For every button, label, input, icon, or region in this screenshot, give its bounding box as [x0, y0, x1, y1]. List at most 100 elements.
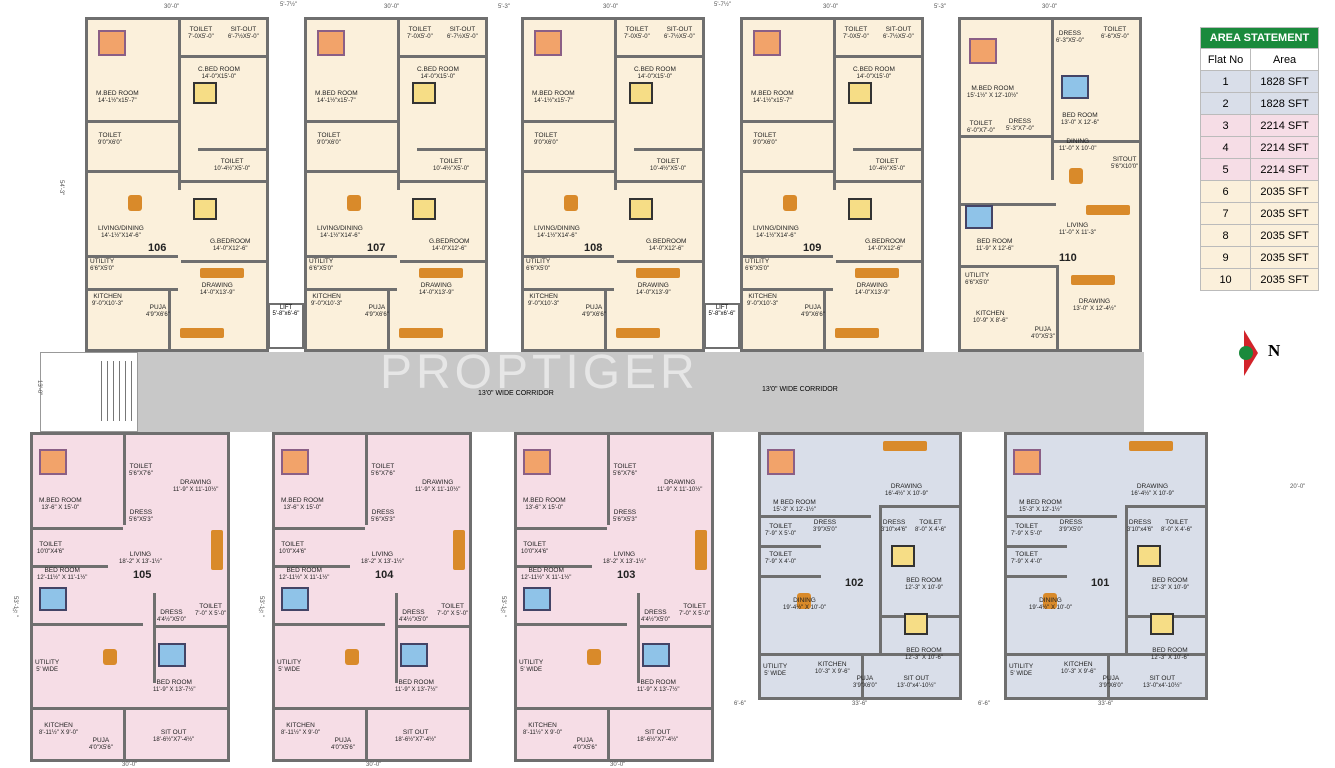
bed-icon	[412, 198, 436, 220]
wall	[637, 625, 711, 628]
legend-area: 2214 SFT	[1250, 158, 1319, 181]
wall	[307, 170, 397, 173]
flat-number: 101	[1091, 577, 1110, 589]
bed-icon	[642, 643, 670, 667]
bed-icon	[753, 30, 781, 56]
legend-area: 1828 SFT	[1250, 70, 1319, 93]
wall	[1007, 653, 1205, 656]
north-arrow-icon	[1236, 330, 1276, 376]
dimension-label: 30'-0"	[610, 762, 626, 768]
legend-col-flat: Flat No	[1199, 48, 1252, 71]
sofa-icon	[1129, 441, 1173, 451]
dimension-label: 5'-7½"	[714, 2, 731, 8]
sofa-icon	[695, 530, 707, 570]
legend-flat-no: 1	[1199, 70, 1252, 93]
legend-area: 2035 SFT	[1250, 224, 1319, 247]
wall	[88, 255, 178, 258]
wall	[307, 288, 397, 291]
bed-icon	[629, 82, 653, 104]
side-title-fragment	[0, 110, 14, 670]
wall	[168, 290, 171, 349]
wall	[836, 260, 921, 263]
legend-area: 2214 SFT	[1250, 136, 1319, 159]
bed-icon	[39, 449, 67, 475]
dimension-label: 6'-6"	[734, 701, 746, 707]
wall	[853, 148, 921, 151]
legend-area: 1828 SFT	[1250, 92, 1319, 115]
wall	[607, 435, 610, 525]
wall	[395, 625, 469, 628]
wall	[153, 625, 227, 628]
wall	[836, 180, 921, 183]
dimension-label: 33'-6"	[852, 701, 868, 707]
bed-icon	[534, 30, 562, 56]
dimension-label: 30'-0"	[164, 4, 180, 10]
dimension-label: 30'-0"	[823, 4, 839, 10]
dining-table-icon	[1069, 168, 1083, 184]
wall	[524, 255, 614, 258]
bed-icon	[848, 198, 872, 220]
wall	[123, 435, 126, 525]
dimension-label: 30'-0"	[384, 4, 400, 10]
bed-icon	[904, 613, 928, 635]
legend-flat-no: 7	[1199, 202, 1252, 225]
wall	[517, 623, 627, 626]
wall	[88, 120, 178, 123]
wall	[181, 260, 266, 263]
wall	[198, 148, 266, 151]
legend-flat-no: 8	[1199, 224, 1252, 247]
corridor-label: 13'0" WIDE CORRIDOR	[478, 390, 554, 397]
bed-icon	[523, 449, 551, 475]
wall	[879, 505, 882, 655]
wall	[617, 260, 702, 263]
legend-area: 2035 SFT	[1250, 180, 1319, 203]
legend-flat-no: 9	[1199, 246, 1252, 269]
staircase	[40, 352, 138, 432]
